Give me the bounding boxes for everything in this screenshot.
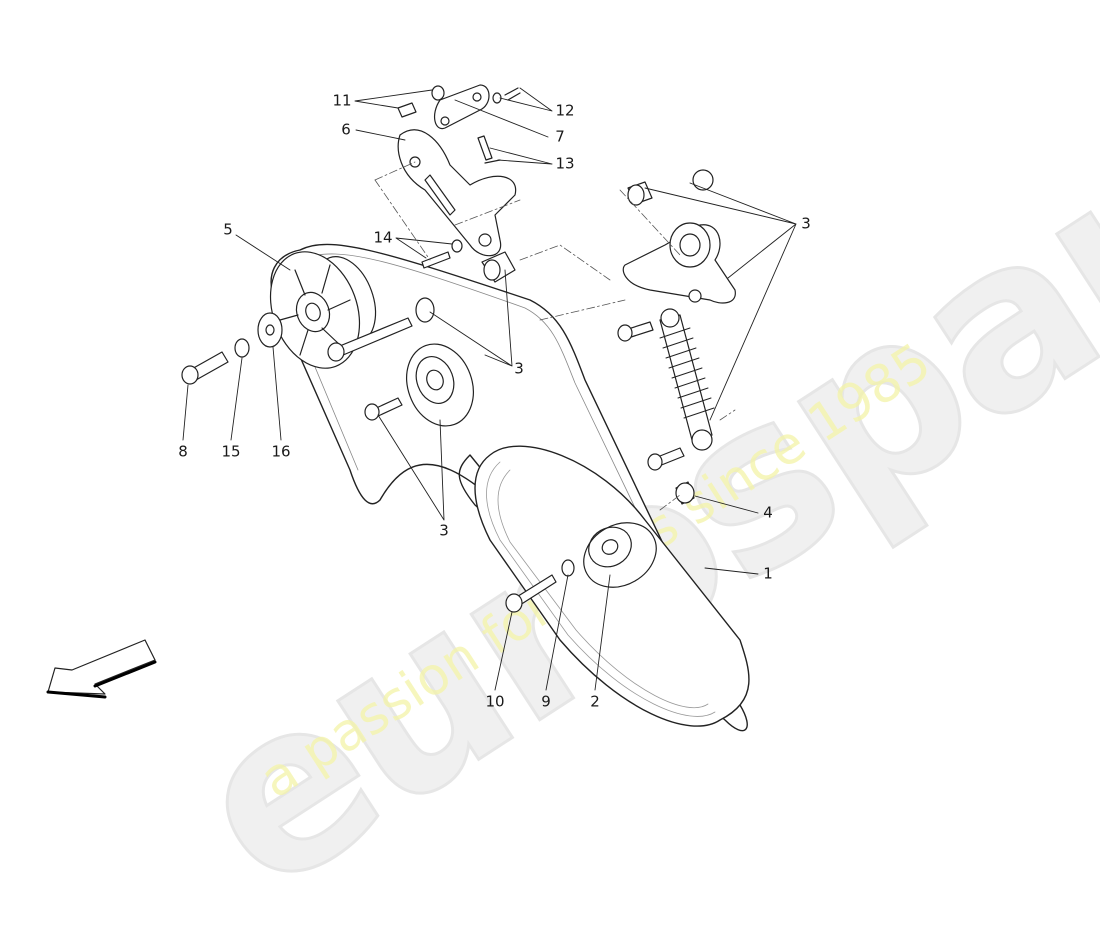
callout-15[interactable]: 15 — [221, 442, 241, 461]
tensioner-3 — [622, 169, 736, 451]
callout-12[interactable]: 12 — [555, 101, 575, 120]
callout-13[interactable]: 13 — [555, 154, 575, 173]
callout-3-middle[interactable]: 3 — [514, 359, 524, 378]
callout-4[interactable]: 4 — [763, 503, 773, 522]
front-direction-arrow — [46, 639, 157, 699]
callout-5[interactable]: 5 — [223, 220, 233, 239]
callout-3-idler[interactable]: 3 — [439, 521, 449, 540]
bracket-6 — [397, 129, 517, 257]
callout-6[interactable]: 6 — [341, 120, 351, 139]
belt-drive-drawing — [46, 84, 797, 732]
leader-lines — [182, 87, 797, 691]
fasteners — [181, 85, 695, 613]
idler-pulley-3 — [406, 343, 474, 427]
callout-1[interactable]: 1 — [763, 564, 773, 583]
callout-16[interactable]: 16 — [271, 442, 291, 461]
callout-7[interactable]: 7 — [555, 127, 565, 146]
pulley-5 — [269, 251, 377, 369]
callout-2[interactable]: 2 — [590, 692, 600, 711]
assembly-lines — [374, 161, 736, 511]
callout-14[interactable]: 14 — [373, 228, 393, 247]
callout-3-tensioner[interactable]: 3 — [801, 214, 811, 233]
callout-9[interactable]: 9 — [541, 692, 551, 711]
link-plate-7 — [433, 84, 490, 130]
parts-diagram: eurospares a passion for parts since 198… — [46, 0, 1100, 944]
callout-11[interactable]: 11 — [332, 91, 352, 110]
idler-pulley-2 — [583, 522, 657, 588]
callout-10[interactable]: 10 — [485, 692, 505, 711]
callout-8[interactable]: 8 — [178, 442, 188, 461]
